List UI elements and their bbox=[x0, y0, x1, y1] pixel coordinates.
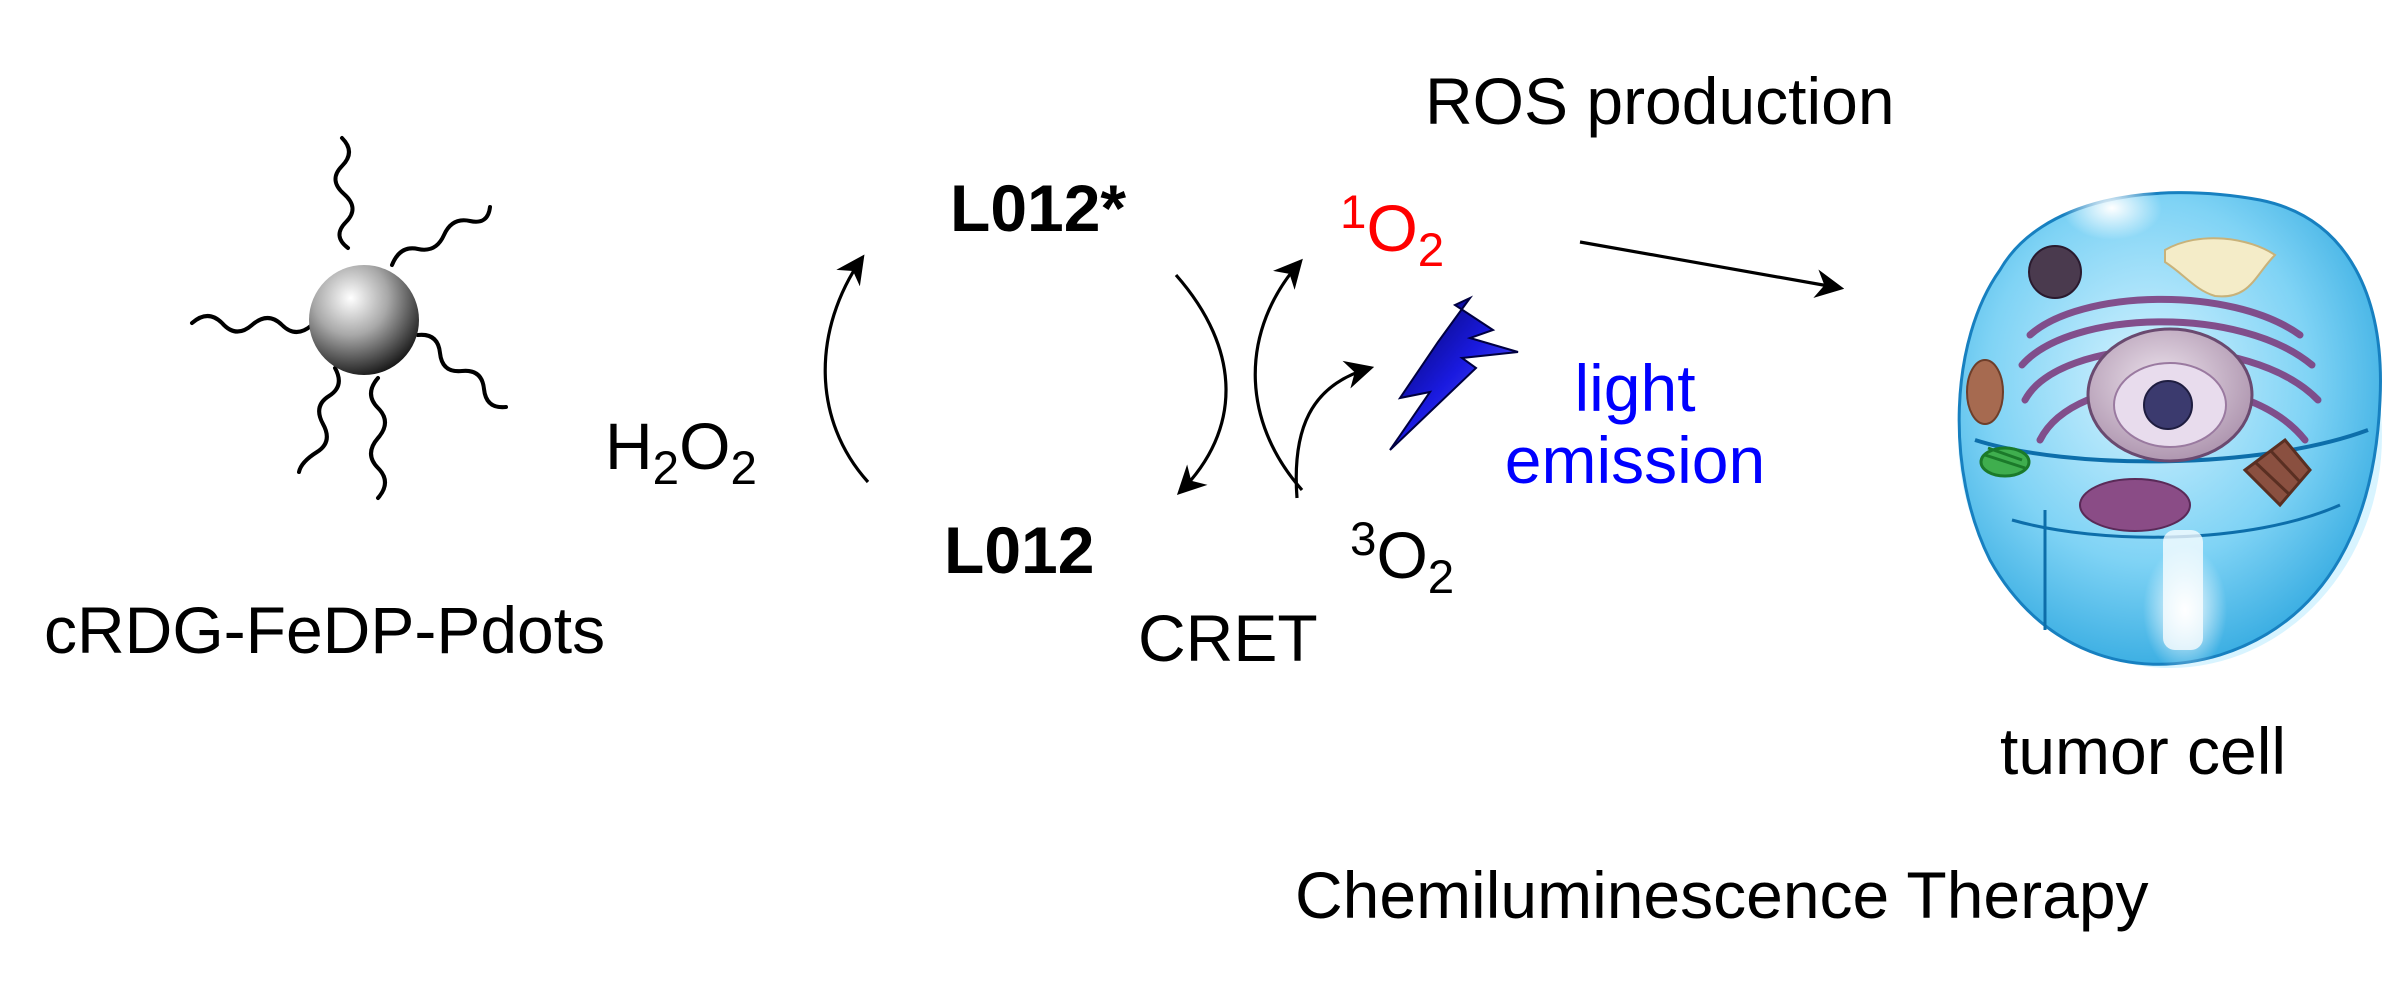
tumor-cell-label: tumor cell bbox=[2000, 714, 2287, 788]
ros-arrow bbox=[1579, 240, 1845, 298]
h2o2-o-subscript: 2 bbox=[730, 442, 757, 496]
brown-organelle bbox=[2242, 437, 2312, 508]
singlet-oxygen-label: 1O2 bbox=[1340, 189, 1444, 275]
light-emission-line1: light bbox=[1574, 351, 1696, 425]
triplet-oxygen-subscript: 2 bbox=[1427, 551, 1455, 605]
tumor-cell-illustration bbox=[1957, 176, 2382, 674]
h2o2-h-subscript: 2 bbox=[652, 442, 680, 496]
l012-excited-label: L012* bbox=[950, 171, 1127, 245]
mitochondrion bbox=[1966, 359, 2004, 425]
nucleolus bbox=[2143, 380, 2193, 430]
singlet-oxygen-superscript: 1 bbox=[1340, 186, 1367, 240]
lightning-bolt-icon bbox=[1389, 295, 1519, 451]
reaction-cycle bbox=[823, 240, 1845, 499]
triplet-oxygen-superscript: 3 bbox=[1350, 513, 1377, 567]
energy-transfer-arrow bbox=[1294, 360, 1375, 499]
lower-organelle bbox=[2079, 478, 2191, 532]
light-emission-line2: emission bbox=[1504, 423, 1766, 497]
vacuole bbox=[2164, 237, 2277, 298]
triplet-oxygen-o: O bbox=[1376, 518, 1428, 592]
hydrogen-peroxide-label: H2O2 bbox=[605, 413, 757, 492]
triplet-oxygen-label: 3O2 bbox=[1350, 516, 1454, 602]
relaxation-arrow bbox=[1174, 273, 1228, 496]
therapy-label: Chemiluminescence Therapy bbox=[1295, 858, 2149, 932]
h2o2-o: O bbox=[679, 409, 731, 483]
polymer-chain-5 bbox=[297, 366, 341, 474]
pdot-sphere bbox=[309, 265, 419, 375]
polymer-chain-3 bbox=[190, 314, 314, 334]
h2o2-h: H bbox=[605, 409, 653, 483]
pdots-nanoparticle bbox=[190, 136, 508, 500]
nanoparticle-label: cRDG-FeDP-Pdots bbox=[44, 593, 606, 667]
oxidation-arrow bbox=[823, 254, 870, 484]
polymer-chain-6 bbox=[369, 376, 387, 500]
l012-label: L012 bbox=[944, 513, 1095, 587]
singlet-oxygen-o: O bbox=[1366, 191, 1418, 265]
polymer-chain-4 bbox=[416, 332, 508, 410]
ros-production-label: ROS production bbox=[1425, 64, 1895, 138]
green-organelle bbox=[1979, 446, 2031, 478]
light-emission-label: light emission bbox=[1490, 352, 1780, 496]
singlet-oxygen-arrow bbox=[1253, 258, 1304, 492]
polymer-chain-1 bbox=[333, 136, 355, 250]
singlet-oxygen-subscript: 2 bbox=[1417, 224, 1445, 278]
glow-top bbox=[2062, 176, 2162, 240]
centrosome bbox=[2028, 245, 2082, 299]
polymer-chain-2 bbox=[390, 205, 492, 267]
cret-label: CRET bbox=[1138, 601, 1318, 675]
